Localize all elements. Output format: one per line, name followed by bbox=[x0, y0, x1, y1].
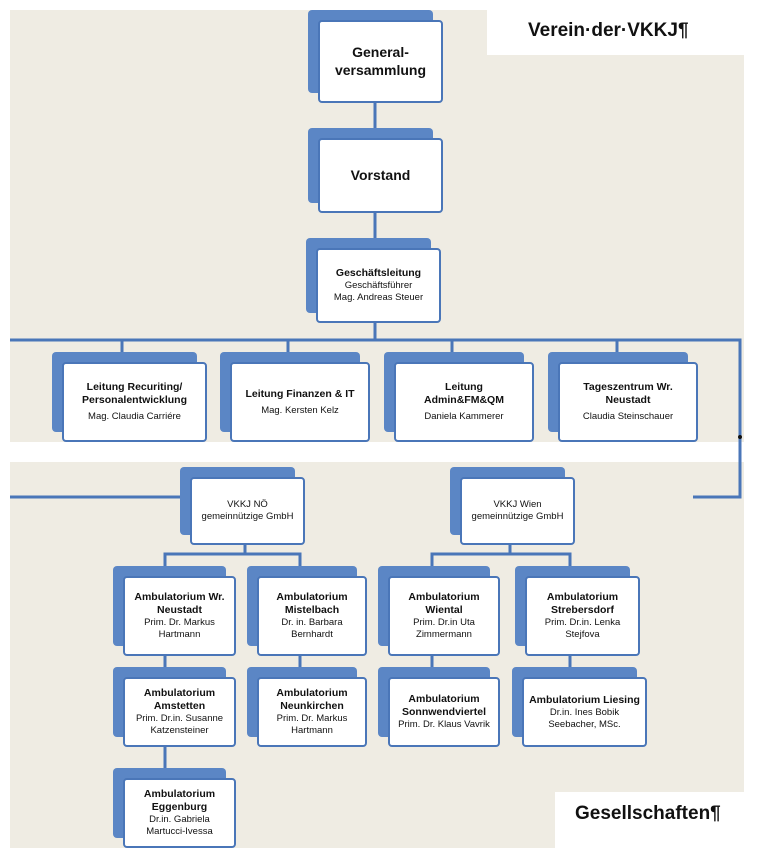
amb-wiental-p1: Prim. Dr.in Uta bbox=[413, 617, 475, 629]
amb-sonnwendviertel-line2: Sonnwendviertel bbox=[401, 706, 486, 719]
box-amb-eggenburg: Ambulatorium Eggenburg Dr.in. Gabriela M… bbox=[113, 768, 236, 848]
box-tageszentrum: Tageszentrum Wr. Neustadt Claudia Steins… bbox=[548, 352, 698, 442]
amb-eggenburg-p1: Dr.in. Gabriela bbox=[149, 814, 210, 826]
amb-neunkirchen-p1: Prim. Dr. Markus bbox=[276, 713, 348, 725]
box-vkkj-wien: VKKJ Wien gemeinnützige GmbH bbox=[450, 467, 575, 545]
box-recruiting: Leitung Recuriting/ Personalentwicklung … bbox=[52, 352, 207, 442]
amb-strebersdorf-p1: Prim. Dr.in. Lenka bbox=[544, 617, 621, 629]
box-finanzen: Leitung Finanzen & IT Mag. Kersten Kelz bbox=[220, 352, 370, 442]
tageszentrum-line1: Tageszentrum Wr. bbox=[583, 380, 673, 393]
gl-role: Geschäftsführer bbox=[344, 280, 413, 292]
tageszentrum-person: Claudia Steinschauer bbox=[582, 411, 674, 423]
finanzen-person: Mag. Kersten Kelz bbox=[261, 404, 339, 416]
amb-eggenburg-line1: Ambulatorium bbox=[143, 788, 216, 800]
subtitle-area bbox=[555, 792, 758, 860]
vkkj-wien-title: VKKJ Wien bbox=[493, 499, 542, 511]
vkkj-wien-sub: gemeinnützige GmbH bbox=[471, 511, 564, 522]
amb-liesing-line1: Ambulatorium Liesing bbox=[529, 693, 640, 706]
gl-title: Geschäftsleitung bbox=[335, 267, 422, 280]
box-amb-mistelbach: Ambulatorium Mistelbach Dr. in. Barbara … bbox=[247, 566, 367, 656]
amb-mistelbach-p1: Dr. in. Barbara bbox=[281, 617, 343, 629]
recruiting-person: Mag. Claudia Carriére bbox=[88, 411, 181, 423]
box-amb-neunkirchen: Ambulatorium Neunkirchen Prim. Dr. Marku… bbox=[247, 667, 367, 747]
title-text: Verein·der·VKKJ¶ bbox=[528, 20, 689, 41]
connector-noe-right bbox=[245, 552, 302, 566]
admin-line1: Leitung bbox=[445, 380, 483, 393]
box-amb-liesing: Ambulatorium Liesing Dr.in. Ines Bobik S… bbox=[512, 667, 647, 747]
box-admin: Leitung Admin&FM&QM Daniela Kammerer bbox=[384, 352, 534, 442]
title-area bbox=[487, 0, 758, 55]
box-vorstand: Vorstand bbox=[308, 128, 443, 213]
amb-mistelbach-p2: Bernhardt bbox=[291, 629, 333, 641]
amb-mistelbach-line2: Mistelbach bbox=[284, 604, 340, 617]
recruiting-line2: Personalentwicklung bbox=[81, 394, 188, 407]
amb-mistelbach-line1: Ambulatorium bbox=[276, 591, 348, 603]
amb-sonnwendviertel-p1: Prim. Dr. Klaus Vavrik bbox=[398, 719, 490, 731]
amb-wiental-line2: Wiental bbox=[425, 604, 463, 617]
box-vkkj-noe: VKKJ NÖ gemeinnützige GmbH bbox=[180, 467, 305, 545]
amb-eggenburg-line2: Eggenburg bbox=[151, 801, 208, 814]
amb-wiental-p2: Zimmermann bbox=[416, 629, 472, 641]
amb-neunkirchen-line1: Ambulatorium bbox=[276, 687, 348, 699]
tageszentrum-line2: Neustadt bbox=[605, 394, 651, 407]
amb-amstetten-p2: Katzensteiner bbox=[150, 725, 209, 737]
amb-strebersdorf-p2: Stejfova bbox=[565, 629, 600, 641]
connector-wien-right bbox=[510, 552, 572, 566]
amb-eggenburg-p2: Martucci-Ivessa bbox=[146, 826, 213, 838]
finanzen-title: Leitung Finanzen & IT bbox=[245, 387, 355, 400]
gv-line2: versammlung bbox=[334, 61, 427, 78]
box-generalversammlung: General- versammlung bbox=[308, 10, 443, 103]
admin-line2: Admin&FM&QM bbox=[424, 394, 504, 407]
connector-noe-left bbox=[163, 545, 247, 566]
gl-person: Mag. Andreas Steuer bbox=[333, 292, 424, 304]
bullet-dot bbox=[738, 435, 742, 439]
gv-line1: General- bbox=[352, 44, 409, 60]
vkkj-noe-title: VKKJ NÖ bbox=[227, 499, 268, 511]
subtitle-text: Gesellschaften¶ bbox=[575, 803, 721, 824]
connector-wien-left bbox=[430, 545, 512, 566]
amb-wrn-p2: Hartmann bbox=[158, 629, 201, 641]
amb-wiental-line1: Ambulatorium bbox=[408, 591, 480, 603]
amb-strebersdorf-line2: Strebersdorf bbox=[550, 604, 614, 617]
amb-amstetten-line1: Ambulatorium bbox=[143, 687, 216, 699]
amb-amstetten-line2: Amstetten bbox=[153, 700, 206, 713]
amb-wrn-line1: Ambulatorium Wr. bbox=[134, 591, 225, 603]
amb-wrn-line2: Neustadt bbox=[157, 604, 202, 617]
amb-liesing-p1: Dr.in. Ines Bobik bbox=[549, 706, 620, 718]
amb-strebersdorf-line1: Ambulatorium bbox=[546, 591, 619, 603]
amb-liesing-p2: Seebacher, MSc. bbox=[548, 718, 621, 730]
amb-neunkirchen-line2: Neunkirchen bbox=[280, 700, 344, 713]
box-amb-wiental: Ambulatorium Wiental Prim. Dr.in Uta Zim… bbox=[378, 566, 500, 656]
box-amb-wr-neustadt: Ambulatorium Wr. Neustadt Prim. Dr. Mark… bbox=[113, 566, 236, 656]
box-geschaeftsleitung: Geschäftsleitung Geschäftsführer Mag. An… bbox=[306, 238, 441, 323]
recruiting-line1: Leitung Recuriting/ bbox=[86, 380, 183, 393]
amb-neunkirchen-p2: Hartmann bbox=[291, 725, 333, 737]
amb-wrn-p1: Prim. Dr. Markus bbox=[144, 617, 215, 629]
admin-person: Daniela Kammerer bbox=[424, 411, 504, 423]
box-amb-strebersdorf: Ambulatorium Strebersdorf Prim. Dr.in. L… bbox=[515, 566, 640, 656]
vkkj-noe-sub: gemeinnützige GmbH bbox=[201, 511, 294, 522]
vorstand-title: Vorstand bbox=[350, 166, 411, 183]
box-amb-amstetten: Ambulatorium Amstetten Prim. Dr.in. Susa… bbox=[113, 667, 236, 747]
amb-sonnwendviertel-line1: Ambulatorium bbox=[408, 692, 480, 705]
amb-amstetten-p1: Prim. Dr.in. Susanne bbox=[135, 713, 224, 725]
box-amb-sonnwendviertel: Ambulatorium Sonnwendviertel Prim. Dr. K… bbox=[378, 667, 500, 747]
